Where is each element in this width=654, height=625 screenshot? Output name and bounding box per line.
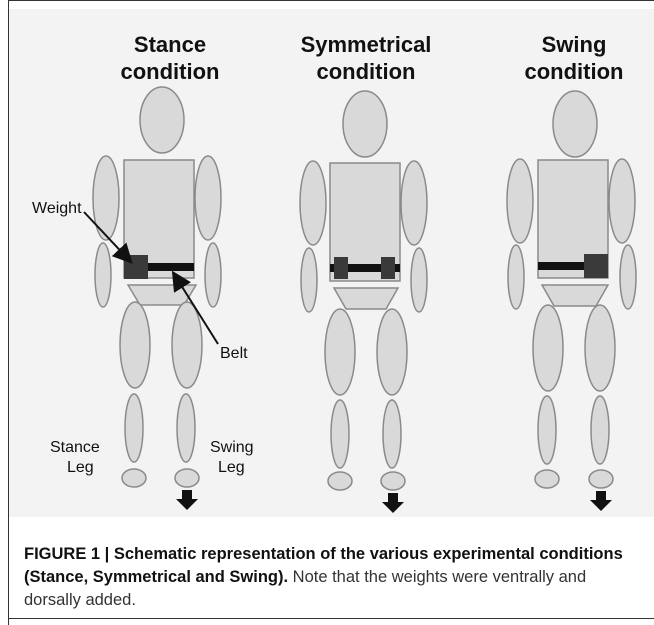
swing-swing-arrow xyxy=(590,491,612,511)
left-upper-arm xyxy=(93,156,119,240)
right-upper-arm xyxy=(195,156,221,240)
stance-swing-arrow xyxy=(176,490,198,510)
right-forearm xyxy=(205,243,221,307)
stance-figure xyxy=(93,87,221,487)
swing-leg-label-line2: Leg xyxy=(218,459,245,476)
head xyxy=(343,91,387,157)
symmetrical-title-line2: condition xyxy=(317,59,416,84)
left-forearm xyxy=(95,243,111,307)
left-foot xyxy=(328,472,352,490)
right-upper-arm xyxy=(401,161,427,245)
right-thigh xyxy=(377,309,407,395)
right-shin xyxy=(177,394,195,462)
right-thigh xyxy=(172,302,202,388)
symmetrical-title-line1: Symmetrical xyxy=(301,32,432,57)
swing-figure xyxy=(507,91,636,488)
left-shin xyxy=(538,396,556,464)
left-thigh xyxy=(325,309,355,395)
right-upper-arm xyxy=(609,159,635,243)
left-foot xyxy=(535,470,559,488)
right-forearm xyxy=(620,245,636,309)
stance-leg-label-line2: Leg xyxy=(67,459,94,476)
symmetrical-weight-left xyxy=(334,257,348,279)
figure-caption: FIGURE 1 | Schematic representation of t… xyxy=(24,543,636,612)
right-shin xyxy=(591,396,609,464)
symmetrical-weight-right xyxy=(381,257,395,279)
swing-title-line2: condition xyxy=(525,59,624,84)
belt-label: Belt xyxy=(220,345,248,362)
left-forearm xyxy=(508,245,524,309)
pelvis xyxy=(542,285,608,306)
left-shin xyxy=(125,394,143,462)
right-shin xyxy=(383,400,401,468)
stance-leg-label-line1: Stance xyxy=(50,439,100,456)
right-thigh xyxy=(585,305,615,391)
left-shin xyxy=(331,400,349,468)
bottom-rule xyxy=(8,618,654,619)
swing-leg-label-line1: Swing xyxy=(210,439,254,456)
head xyxy=(553,91,597,157)
right-forearm xyxy=(411,248,427,312)
left-thigh xyxy=(533,305,563,391)
symmetrical-figure xyxy=(300,91,427,490)
swing-title-line1: Swing xyxy=(542,32,607,57)
left-upper-arm xyxy=(507,159,533,243)
stance-title-line1: Stance xyxy=(134,32,206,57)
right-foot xyxy=(589,470,613,488)
weight-label: Weight xyxy=(32,200,82,217)
head xyxy=(140,87,184,153)
right-foot xyxy=(381,472,405,490)
conditions-diagram: Stance condition Symmetrical condition S… xyxy=(0,0,654,520)
symmetrical-swing-arrow xyxy=(382,493,404,513)
left-foot xyxy=(122,469,146,487)
right-foot xyxy=(175,469,199,487)
left-forearm xyxy=(301,248,317,312)
pelvis xyxy=(334,288,398,309)
left-upper-arm xyxy=(300,161,326,245)
left-thigh xyxy=(120,302,150,388)
stance-title-line2: condition xyxy=(121,59,220,84)
swing-weight xyxy=(584,254,608,278)
